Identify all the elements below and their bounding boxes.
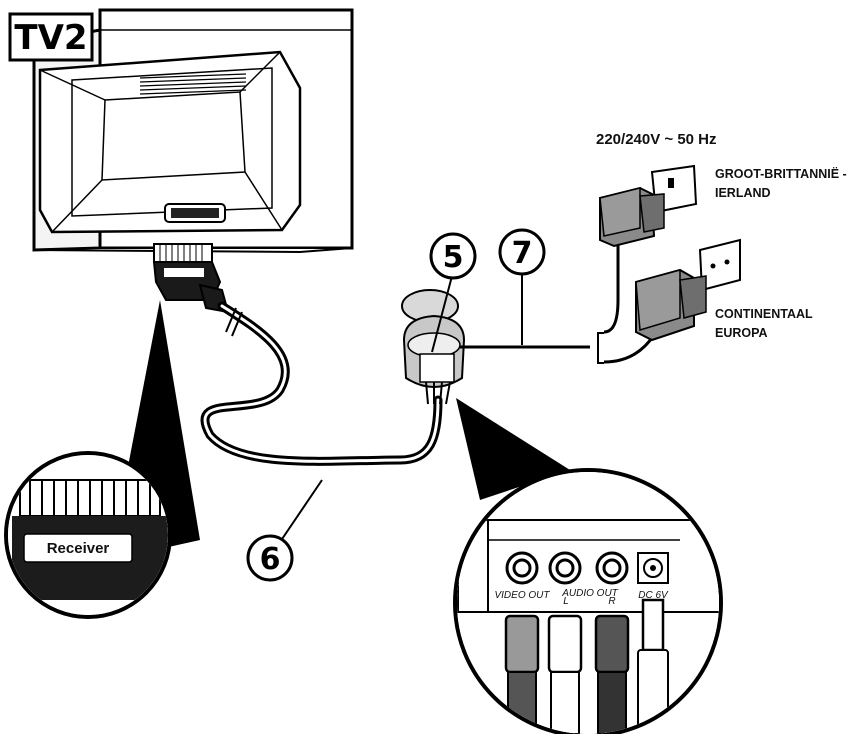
port-audio-r-label: R bbox=[608, 596, 615, 607]
port-audio-l-label: L bbox=[563, 596, 569, 607]
jack-audio-r bbox=[595, 551, 629, 585]
region-uk-line2: IERLAND bbox=[715, 186, 771, 200]
adapter-uk bbox=[599, 164, 698, 248]
jack-video-out bbox=[505, 551, 539, 585]
jack-audio-l bbox=[548, 551, 582, 585]
svg-text:7: 7 bbox=[512, 236, 533, 271]
port-dc-label: DC 6V bbox=[638, 590, 669, 601]
plug-audio-l bbox=[547, 614, 583, 734]
adapter-eu bbox=[635, 238, 741, 342]
tv-label: TV2 bbox=[14, 18, 87, 58]
scart-plug bbox=[152, 243, 230, 314]
voltage-label: 220/240V ~ 50 Hz bbox=[596, 131, 717, 148]
plug-audio-r bbox=[594, 614, 630, 734]
receiver-unit bbox=[401, 289, 466, 405]
tv-label-box: TV2 bbox=[8, 12, 94, 62]
power-cable bbox=[460, 240, 656, 364]
tv-rear bbox=[32, 8, 354, 254]
callout-5: 5 bbox=[429, 232, 477, 353]
region-eu-line1: CONTINENTAAL bbox=[715, 307, 813, 321]
region-eu-line2: EUROPA bbox=[715, 326, 768, 340]
callout-7: 7 bbox=[498, 228, 546, 345]
port-zoom-bubble: VIDEO OUT AUDIO OUT L R DC 6V bbox=[453, 398, 723, 734]
callout-6: 6 bbox=[246, 479, 323, 582]
scart-zoom-bubble: Receiver bbox=[4, 300, 200, 619]
port-video-out-label: VIDEO OUT bbox=[494, 590, 550, 601]
scart-cable bbox=[200, 301, 443, 466]
port-audio-out-label: AUDIO OUT bbox=[561, 588, 618, 599]
svg-text:6: 6 bbox=[260, 542, 281, 577]
region-uk-line1: GROOT-BRITTANNIË - bbox=[715, 166, 847, 181]
svg-text:5: 5 bbox=[443, 240, 464, 275]
scart-label: Receiver bbox=[47, 540, 110, 557]
jack-dc bbox=[637, 552, 669, 584]
